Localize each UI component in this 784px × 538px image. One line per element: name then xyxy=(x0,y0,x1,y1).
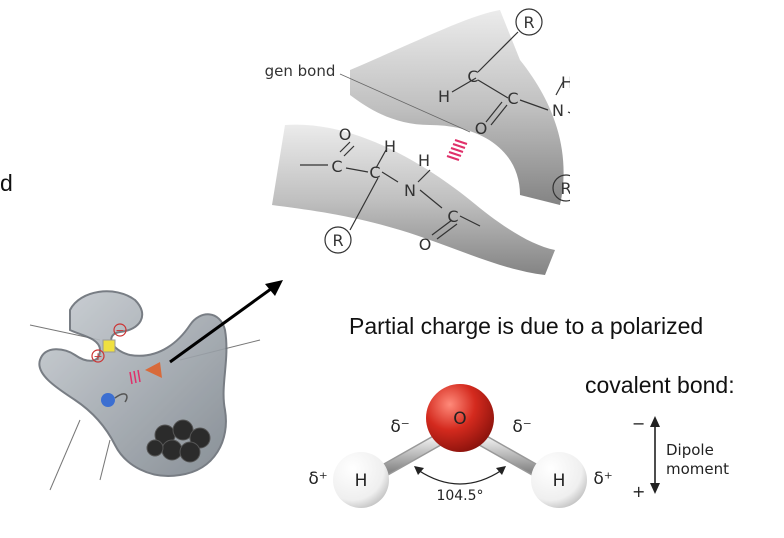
bottom-hn: H xyxy=(418,151,430,170)
top-n1: N xyxy=(552,101,564,120)
delta-minus-right: δ⁻ xyxy=(512,417,531,437)
protein-fold-sketch: − + xyxy=(29,290,261,491)
delta-plus-left: δ⁺ xyxy=(308,469,327,489)
dipole-minus: − xyxy=(632,414,645,433)
positive-charge: + xyxy=(93,350,102,363)
top-r1: R xyxy=(523,13,534,32)
negative-charge: − xyxy=(115,324,124,337)
top-c1: C xyxy=(467,67,478,86)
oxygen-atom xyxy=(426,384,494,452)
hydrogen-left-label: H xyxy=(355,471,368,491)
bottom-n1: N xyxy=(404,181,416,200)
caption-line-1: Partial charge is due to a polarized xyxy=(349,313,704,339)
zoom-arrow xyxy=(169,280,283,364)
hydrogen-bond-diagram: gen bond R C H C O N H H C R O C C H H N… xyxy=(265,8,570,275)
dipole-label-line1: Dipole xyxy=(666,441,714,459)
bond-angle-arc xyxy=(417,469,503,485)
top-h1: H xyxy=(438,87,450,106)
dipole-label-line2: moment xyxy=(666,460,729,478)
dipole-plus: + xyxy=(632,482,645,501)
bottom-c2: C xyxy=(369,163,380,182)
hbond-label: gen bond xyxy=(265,62,336,80)
top-hn: H xyxy=(561,73,570,92)
top-o1: O xyxy=(475,119,488,138)
stray-text: d xyxy=(0,170,13,196)
bottom-o1: O xyxy=(339,125,352,144)
hydrogen-atom-left xyxy=(333,452,389,508)
oxygen-label: O xyxy=(453,409,466,429)
bottom-c1: C xyxy=(331,157,342,176)
delta-minus-left: δ⁻ xyxy=(390,417,409,437)
dipole-moment-indicator: − + Dipole moment xyxy=(632,414,729,501)
bond-angle-label: 104.5° xyxy=(436,488,483,504)
caption-line-2: covalent bond: xyxy=(585,372,735,398)
delta-plus-right: δ⁺ xyxy=(593,469,612,489)
backbone-strand-top xyxy=(350,10,564,205)
water-molecule: O H H δ⁻ δ⁻ δ⁺ δ⁺ 104.5° xyxy=(308,384,613,508)
hydrogen-right-label: H xyxy=(553,471,566,491)
bottom-r1: R xyxy=(332,231,343,250)
hydrogen-atom-right xyxy=(531,452,587,508)
top-c2: C xyxy=(507,89,518,108)
hydrogen-bond-hatch xyxy=(446,139,468,161)
bottom-h1: H xyxy=(384,137,396,156)
backbone-strand-bottom xyxy=(272,124,555,275)
top-r2: R xyxy=(560,179,570,198)
bottom-o2: O xyxy=(419,235,432,254)
bottom-c3: C xyxy=(447,207,458,226)
